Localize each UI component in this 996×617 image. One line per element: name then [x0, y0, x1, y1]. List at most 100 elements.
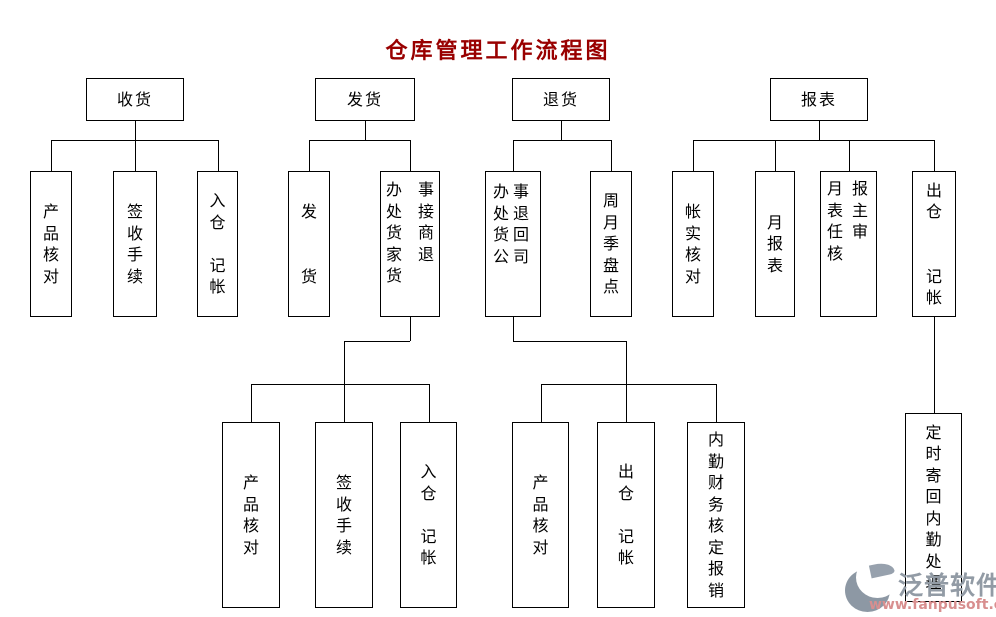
connector-segment	[251, 384, 429, 385]
flow-node-inbound-bookkeeping-recv: 入仓 记帐	[197, 171, 238, 317]
watermark-brand-text: 泛普软件	[898, 571, 996, 600]
node-text-line: 核	[42, 245, 59, 264]
node-text-line: 月报	[827, 179, 878, 198]
node-text-line: 实	[684, 223, 701, 243]
node-text-line: 核	[242, 516, 259, 535]
connector-segment	[309, 140, 310, 171]
node-text-line: 帐	[684, 202, 701, 221]
node-text-line: 货	[300, 266, 317, 286]
node-text-line: 货回	[493, 225, 534, 244]
node-text-line: 内	[707, 430, 724, 449]
node-text-line: 勤	[925, 530, 942, 549]
connector-segment	[135, 140, 136, 171]
flow-node-sign-procedure-ship: 签收手续	[315, 422, 373, 608]
flow-node-outbound-bookkeeping-return: 出仓 记帐	[597, 422, 655, 608]
node-text-line: 处接	[386, 201, 451, 221]
flow-node-finance-approve-reimburse: 内勤财务核定报销	[687, 422, 745, 608]
node-text-line: 产	[242, 473, 259, 492]
node-text-line: 月	[766, 212, 783, 232]
connector-segment	[513, 317, 514, 341]
node-text-line: 产	[42, 202, 59, 221]
connector-segment	[775, 140, 776, 171]
connector-segment	[934, 140, 935, 171]
node-text-line: 寄	[925, 465, 942, 485]
connector-segment	[344, 384, 345, 422]
connector-segment	[51, 140, 218, 141]
node-text-line: 品	[242, 494, 259, 514]
node-text-line: 表主	[827, 200, 878, 220]
node-text-line: 表	[766, 255, 783, 275]
node-text-line: 收货	[116, 90, 153, 109]
node-text-line: 品	[42, 223, 59, 243]
flow-node-monthly-report-director-review: 月报表主任审核	[820, 171, 877, 317]
node-text-line	[426, 504, 431, 526]
node-text-line: 回	[925, 487, 942, 506]
node-text-line: 对	[42, 266, 59, 286]
node-text-line: 入	[209, 191, 226, 211]
node-text-line: 货商	[386, 223, 451, 242]
connector-segment	[693, 140, 694, 171]
flow-node-office-receive-merchant-returns: 办事处接货商家退货	[380, 171, 440, 317]
flow-node-monthly-report: 月报表	[755, 171, 795, 317]
flow-node-sign-procedure-recv: 签收手续	[113, 171, 157, 317]
connector-segment	[513, 140, 611, 141]
flow-node-product-check-recv: 产品核对	[30, 171, 72, 317]
node-text-line: 核	[684, 245, 701, 264]
node-text-line: 报	[766, 234, 783, 254]
connector-segment	[693, 140, 934, 141]
connector-segment	[365, 121, 366, 140]
connector-segment	[541, 384, 542, 422]
connector-segment	[626, 341, 627, 422]
watermark-url-text: www.fanpusoft.com	[869, 597, 996, 613]
node-text-line: 勤	[707, 451, 724, 471]
node-text-line: 财	[707, 473, 724, 492]
connector-segment	[344, 341, 410, 342]
flow-node-periodic-stocktake: 周月季盘点	[590, 171, 632, 317]
node-text-line: 退货	[542, 90, 579, 109]
flow-node-timed-return-to-office: 定时寄回内勤处理	[905, 413, 962, 602]
node-text-line: 收	[335, 494, 352, 514]
node-text-line	[931, 223, 936, 245]
connector-segment	[819, 121, 820, 140]
flow-node-product-check-return: 产品核对	[512, 422, 569, 608]
node-text-line: 手	[335, 516, 352, 535]
node-text-line: 定	[925, 422, 942, 442]
node-text-line: 核	[827, 243, 853, 263]
flow-node-account-reality-check: 帐实核对	[672, 171, 714, 317]
node-text-line: 发	[300, 202, 317, 221]
node-text-line: 家退	[386, 244, 451, 264]
flow-node-receiving: 收货	[86, 78, 184, 121]
node-text-line: 货	[386, 266, 419, 285]
node-text-line: 帐	[209, 277, 226, 297]
node-text-line: 对	[684, 266, 701, 286]
node-text-line: 发货	[346, 90, 383, 109]
connector-segment	[716, 384, 717, 422]
node-text-line: 点	[602, 277, 619, 297]
node-text-line: 收	[126, 223, 143, 243]
node-text-line: 对	[532, 537, 549, 557]
flow-node-ship-goods: 发 货	[288, 171, 330, 317]
diagram-title: 仓库管理工作流程图	[385, 39, 611, 64]
node-text-line: 产	[532, 473, 549, 492]
node-text-line: 月	[602, 212, 619, 232]
node-text-line: 核	[707, 516, 724, 535]
connector-segment	[611, 140, 612, 171]
connector-segment	[218, 140, 219, 171]
node-text-line: 仓	[925, 202, 942, 221]
node-text-line: 记	[617, 526, 634, 546]
node-text-line	[306, 223, 311, 245]
node-text-line: 办事	[386, 180, 451, 199]
node-text-line: 仓	[420, 483, 437, 503]
node-text-line: 记	[209, 255, 226, 275]
connector-segment	[410, 140, 411, 171]
connector-segment	[561, 121, 562, 140]
node-text-line: 帐	[420, 548, 437, 568]
connector-segment	[135, 121, 136, 140]
node-text-line: 记	[420, 526, 437, 546]
node-text-line: 报表	[800, 90, 837, 109]
connector-segment	[541, 384, 717, 385]
node-text-line: 品	[532, 494, 549, 514]
flow-node-inbound-bookkeeping-ship: 入仓 记帐	[400, 422, 457, 608]
connector-segment	[309, 140, 410, 141]
